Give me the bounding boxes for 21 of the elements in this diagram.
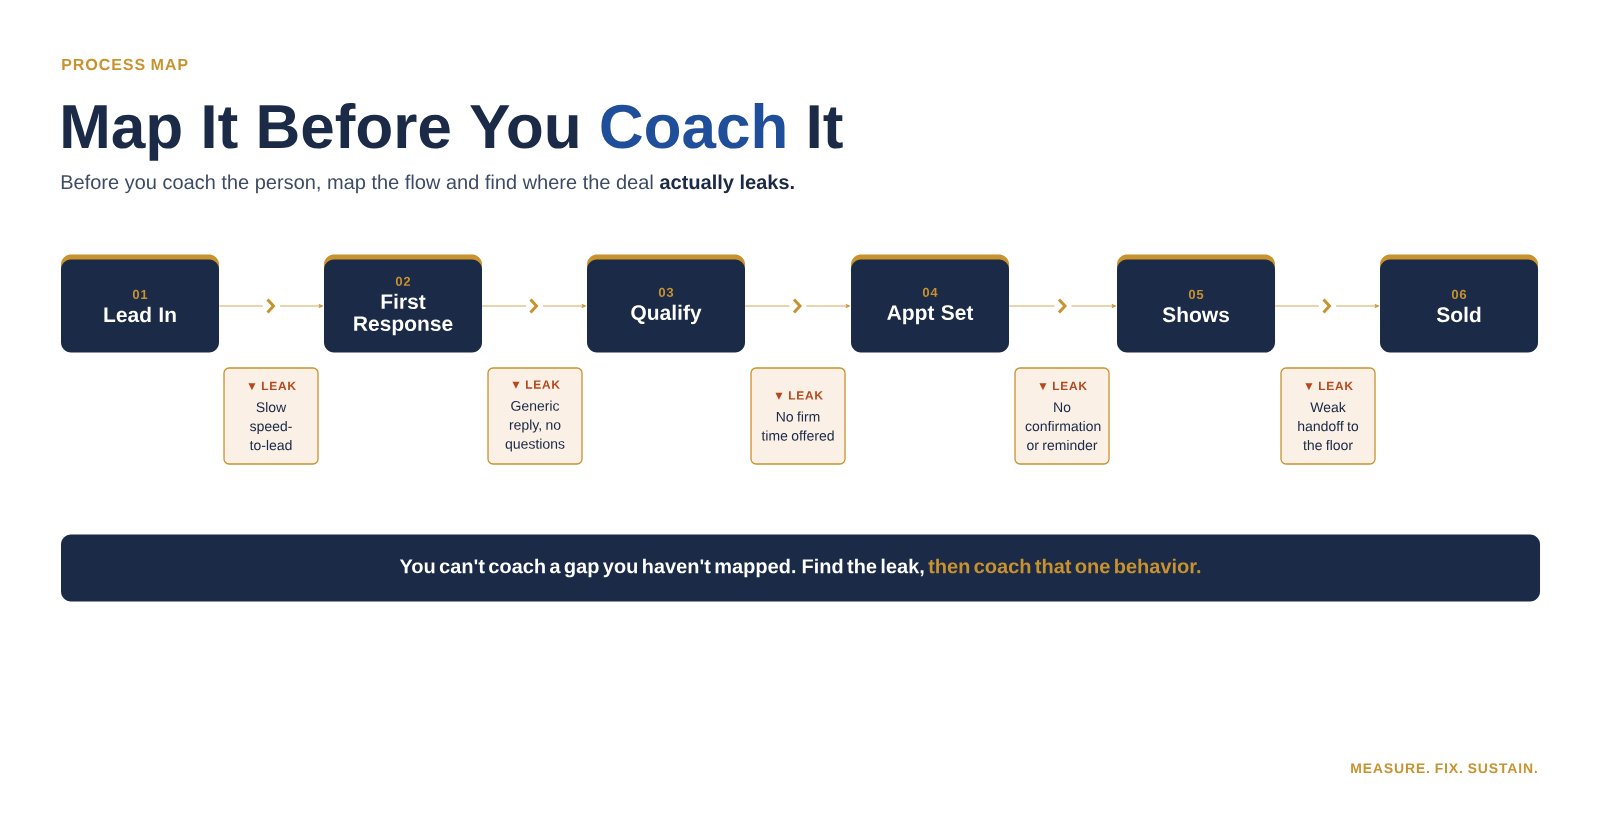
- title: Map It Before You Coach It: [63, 103, 843, 161]
- chevron-arrow: [481, 295, 587, 317]
- stage-box: 03 Qualify: [587, 254, 745, 353]
- leak-box: ▼ LEAK No confirmation or reminder: [1014, 367, 1110, 465]
- chevron-arrow: [1008, 295, 1117, 317]
- stage-box: 02 First Response: [324, 254, 482, 353]
- leak-box: ▼ LEAK Slow speed-to-lead: [223, 367, 319, 465]
- eyebrow: PROCESS MAP: [62, 58, 188, 71]
- stage-box: 05 Shows: [1117, 254, 1275, 353]
- subtitle: Before you coach the person, map the flow and find where the deal actually leaks.: [61, 174, 794, 194]
- tagline: MEASURE. FIX. SUSTAIN.: [1351, 763, 1537, 774]
- leak-box: ▼ LEAK Generic reply, no questions: [487, 367, 583, 465]
- chevron-arrow: [1274, 295, 1380, 317]
- stage-box: 06 Sold: [1380, 254, 1538, 353]
- stage-box: 01 Lead In: [61, 254, 219, 353]
- chevron-arrow: [218, 295, 324, 317]
- leak-box: ▼ LEAK Weak handoff to the floor: [1280, 367, 1376, 465]
- stage-box: 04 Appt Set: [851, 254, 1009, 353]
- leak-box: ▼ LEAK No firm time offered: [750, 367, 846, 465]
- chevron-arrow: [744, 295, 851, 317]
- banner: You can't coach a gap you haven't mapped. Find the leak, then coach that one behavior.: [61, 534, 1540, 602]
